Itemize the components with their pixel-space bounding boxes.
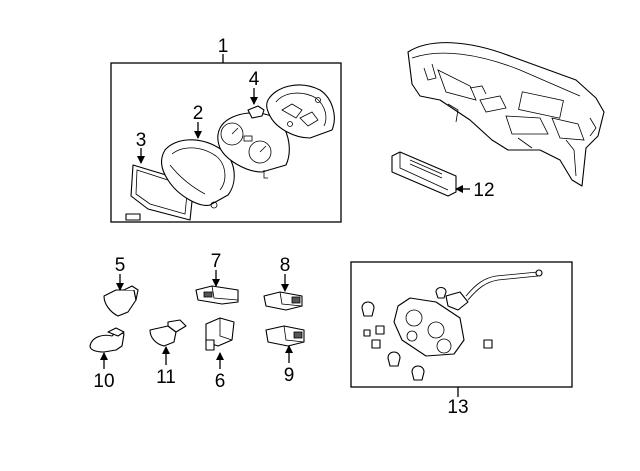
cluster-hood-part bbox=[161, 139, 235, 209]
switch-8-part bbox=[263, 291, 303, 311]
switch-6-part bbox=[205, 317, 235, 351]
switch-9-part bbox=[265, 325, 305, 347]
callout-4: 4 bbox=[249, 69, 260, 90]
cluster-gauge-part bbox=[217, 112, 290, 179]
switch-10-part bbox=[89, 327, 125, 353]
callout-9: 9 bbox=[284, 365, 295, 386]
callout-7: 7 bbox=[211, 251, 222, 272]
switch-7-part bbox=[195, 285, 239, 305]
climate-control-part bbox=[361, 269, 543, 381]
callout-8: 8 bbox=[280, 255, 291, 276]
cluster-case-part bbox=[266, 84, 335, 139]
callout-6: 6 bbox=[215, 371, 226, 392]
callout-10: 10 bbox=[93, 371, 114, 392]
climate-group-box bbox=[350, 261, 573, 388]
module-12-part bbox=[391, 151, 457, 197]
callout-3: 3 bbox=[136, 130, 147, 151]
cluster-lens-part bbox=[125, 164, 194, 221]
callout-13: 13 bbox=[447, 397, 468, 418]
callout-11: 11 bbox=[156, 367, 176, 388]
callout-2: 2 bbox=[193, 103, 204, 124]
callout-1: 1 bbox=[218, 36, 229, 57]
callout-5: 5 bbox=[115, 255, 126, 276]
cluster-group-box bbox=[110, 62, 342, 223]
switch-11-part bbox=[149, 319, 187, 347]
cluster-clip-part bbox=[247, 105, 265, 119]
callout-12: 12 bbox=[473, 180, 494, 201]
dashboard-part bbox=[407, 42, 605, 187]
switch-5-part bbox=[103, 285, 139, 317]
